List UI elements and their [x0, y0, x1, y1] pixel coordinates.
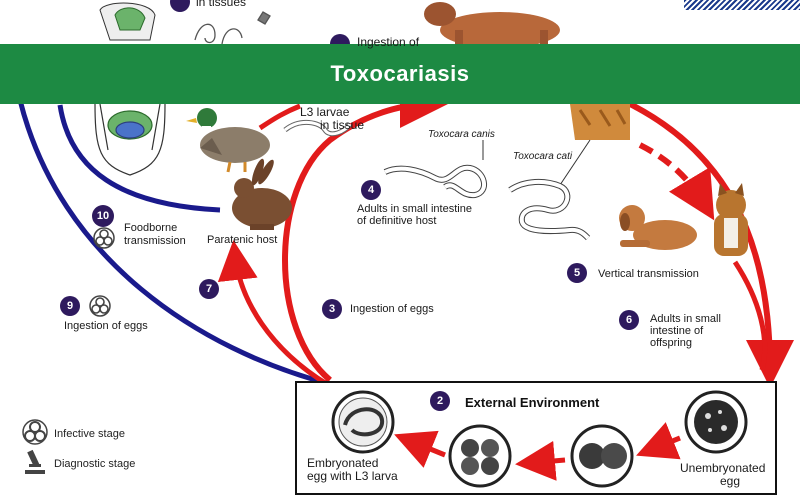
human-head-top [99, 2, 156, 41]
step-badge-10: 10 [92, 205, 114, 227]
label-adults-offspring-3: offspring [650, 337, 692, 349]
duck-paratenic-host [186, 108, 270, 173]
label-ingestion-top: Ingestion of [357, 35, 420, 49]
label-in-tissue: in tissue [320, 118, 365, 132]
step-badge-9: 9 [60, 296, 80, 316]
label-unembryonated-2: egg [720, 474, 741, 488]
red-arrow-to-paratenic-host [217, 240, 332, 389]
pointer-line-cati [559, 139, 591, 186]
red-arrow-offspring-to-environment [732, 260, 768, 371]
toxocara-canis-worm [383, 164, 487, 199]
label-toxocara-cati: Toxocara cati [513, 151, 573, 162]
human-figure [94, 103, 166, 176]
label-adults-offspring-2: intestine of [650, 325, 704, 337]
step-badge-2: 2 [430, 391, 450, 411]
cat-definitive-host [570, 104, 630, 140]
label-ingestion-of-eggs-9: Ingestion of eggs [64, 320, 148, 332]
step-badge-6: 6 [619, 310, 639, 330]
biohazard-icon-ingestion [89, 295, 111, 317]
puppy-offspring [619, 205, 697, 250]
blue-arrow-ingestion-of-eggs [15, 59, 331, 387]
label-foodborne-1: Foodborne [124, 222, 178, 234]
label-l3-larvae: L3 larvae [300, 105, 350, 119]
red-arrow-ingestion-of-eggs [282, 80, 448, 383]
label-in-tissues: in tissues [196, 0, 247, 9]
microscope-icon [25, 449, 45, 474]
step-badge-4: 4 [361, 180, 381, 200]
label-adults-definitive-2: of definitive host [357, 215, 437, 227]
corner-stripes [684, 0, 800, 10]
page-title: Toxocariasis [330, 61, 470, 86]
title-banner: Toxocariasis [0, 44, 800, 104]
label-foodborne-2: transmission [124, 235, 186, 247]
blue-arrow-foodborne [57, 104, 221, 213]
legend-diagnostic-stage: Diagnostic stage [54, 458, 136, 470]
rabbit-paratenic-host [232, 158, 292, 230]
label-embryonated-1: Embryonated [307, 456, 379, 470]
dog-definitive-host [424, 2, 560, 48]
red-arrow-vertical-transmission [638, 142, 715, 221]
label-adults-definitive-1: Adults in small intestine [357, 203, 472, 215]
step-badge-3: 3 [322, 299, 342, 319]
label-ingestion-of-eggs-3: Ingestion of eggs [350, 303, 434, 315]
label-adults-offspring-1: Adults in small [650, 313, 721, 325]
label-external-environment: External Environment [465, 395, 600, 410]
label-paratenic-host: Paratenic host [207, 234, 278, 246]
larvae-in-tissues-top [194, 11, 271, 45]
kitten-offspring [714, 183, 748, 256]
step-badge-11-circle [170, 0, 190, 12]
label-vertical-transmission: Vertical transmission [598, 268, 699, 280]
step-badge-7: 7 [199, 279, 219, 299]
label-unembryonated-1: Unembryonated [680, 461, 766, 475]
red-arrow-paratenic-to-human [258, 103, 301, 131]
biohazard-icon-foodborne [93, 227, 115, 249]
biohazard-icon [22, 419, 48, 445]
label-toxocara-canis: Toxocara canis [428, 129, 495, 140]
legend-infective-stage: Infective stage [54, 428, 125, 440]
step-badge-5: 5 [567, 263, 587, 283]
label-embryonated-2: egg with L3 larva [307, 469, 398, 483]
